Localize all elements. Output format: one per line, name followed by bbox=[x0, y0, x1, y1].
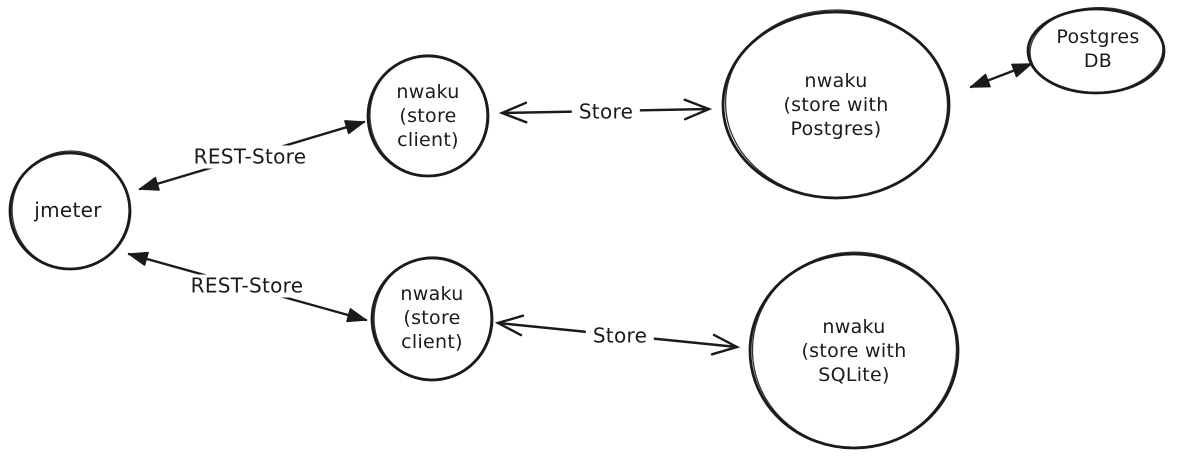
node-label-jmeter: jmeter bbox=[34, 198, 102, 222]
arrowhead-open bbox=[710, 333, 741, 356]
edge-postgres-db-link bbox=[969, 62, 1033, 89]
node-nwaku-store-client-bottom-shape bbox=[370, 256, 494, 382]
node-jmeter-shape bbox=[8, 150, 132, 271]
arrowhead-solid bbox=[139, 176, 160, 191]
node-postgres-db-shape bbox=[1026, 6, 1166, 95]
node-label-nwaku-store-postgres: nwaku (store with Postgres) bbox=[783, 70, 889, 140]
arrowhead-solid bbox=[128, 251, 149, 266]
arrowhead-solid bbox=[344, 120, 365, 135]
node-nwaku-store-sqlite-shape bbox=[748, 251, 960, 450]
node-label-nwaku-store-client-bottom: nwaku (store client) bbox=[400, 283, 464, 353]
arrowhead-solid bbox=[1011, 63, 1032, 78]
edge-label-store-top: Store bbox=[571, 100, 641, 124]
arrowhead-solid bbox=[346, 308, 367, 323]
node-label-postgres-db: Postgres DB bbox=[1056, 26, 1140, 72]
edge-label-store-bottom: Store bbox=[585, 324, 655, 348]
edge-label-rest-store-bottom: REST-Store bbox=[183, 274, 311, 298]
arrowhead-open bbox=[683, 98, 713, 121]
node-label-nwaku-store-client-top: nwaku (store client) bbox=[396, 81, 460, 151]
arrowhead-open bbox=[494, 314, 525, 337]
node-nwaku-store-postgres-shape bbox=[721, 9, 951, 200]
arrowhead-open bbox=[498, 101, 528, 124]
node-label-nwaku-store-sqlite: nwaku (store with SQLite) bbox=[801, 316, 907, 386]
edge-label-rest-store-top: REST-Store bbox=[186, 145, 314, 169]
node-nwaku-store-client-top-shape bbox=[366, 54, 490, 178]
arrowhead-solid bbox=[970, 73, 991, 88]
